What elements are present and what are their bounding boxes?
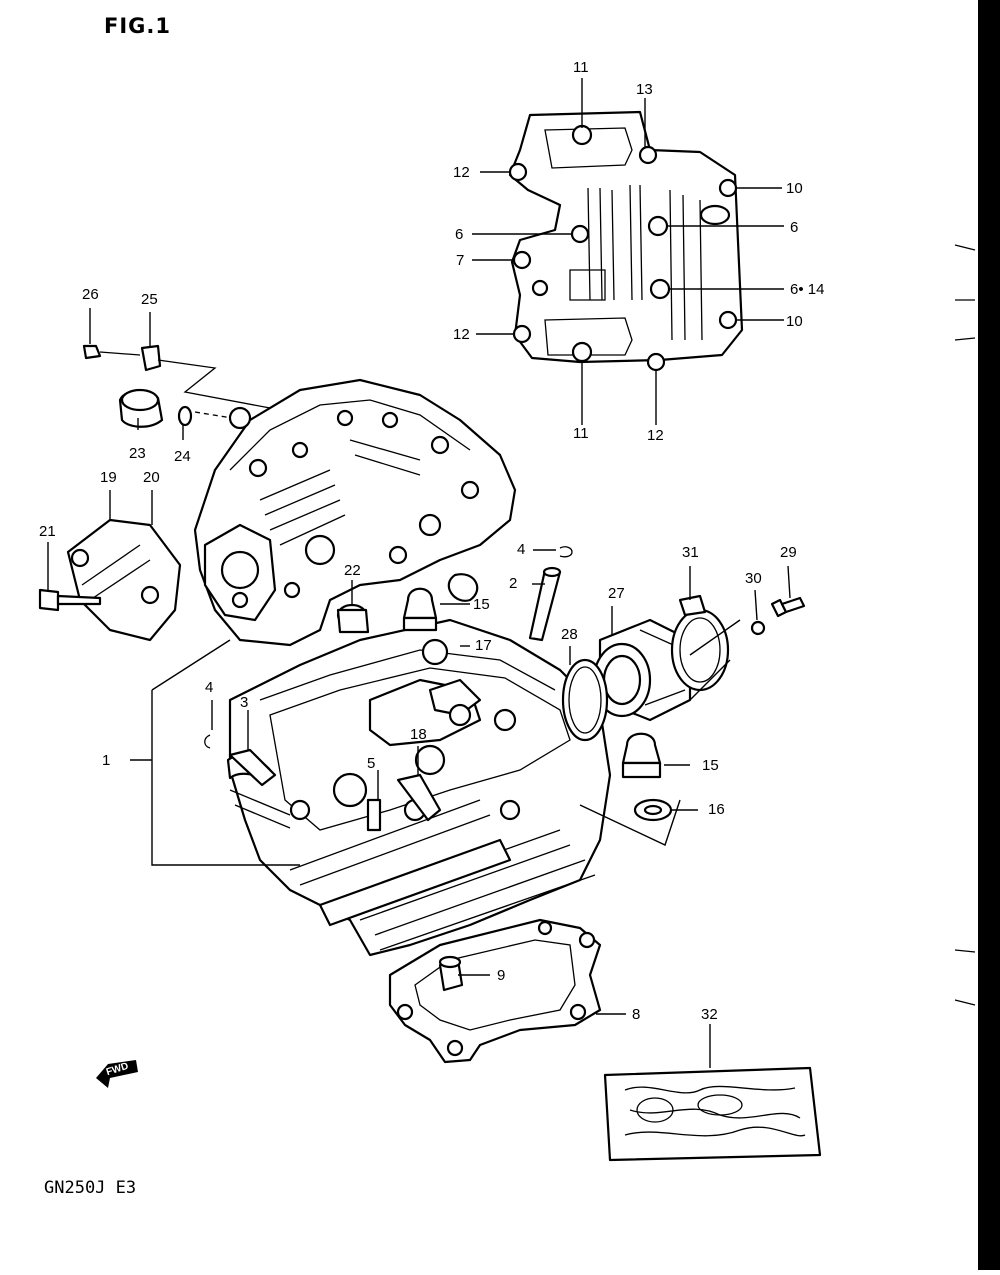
valve-parts (204, 546, 573, 832)
figure-title: FIG.1 (104, 14, 171, 38)
callout-12-upper: 12 (453, 164, 470, 181)
callout-30: 30 (745, 570, 762, 587)
callout-3: 3 (240, 694, 249, 711)
callout-32: 32 (701, 1006, 718, 1023)
callout-1: 1 (102, 752, 111, 769)
callout-19: 19 (100, 469, 117, 486)
head-gasket (388, 918, 602, 1064)
callout-22: 22 (344, 562, 361, 579)
callout-27: 27 (608, 585, 625, 602)
callout-28: 28 (561, 626, 578, 643)
callout-2: 2 (509, 575, 518, 592)
callout-20: 20 (143, 469, 160, 486)
callout-21: 21 (39, 523, 56, 540)
callout-10-lower: 10 (786, 313, 803, 330)
scan-edge-bar (978, 0, 1000, 1270)
part-1-bracket (130, 619, 741, 866)
cap-and-bracket-group (82, 344, 271, 430)
callout-31: 31 (682, 544, 699, 561)
callout-24: 24 (174, 448, 191, 465)
callout-6-left: 6 (455, 226, 464, 243)
callout-10-upper: 10 (786, 180, 803, 197)
fwd-arrow (96, 1060, 138, 1088)
callout-6-right: 6 (790, 219, 799, 236)
callout-11-bottom: 11 (573, 425, 589, 442)
callout-26: 26 (82, 286, 99, 303)
callout-25: 25 (141, 291, 158, 308)
callout-5: 5 (367, 755, 376, 772)
cap-nuts (402, 587, 673, 822)
callout-11-top: 11 (573, 59, 589, 76)
callout-7: 7 (456, 252, 465, 269)
cylinder-head-cover (193, 378, 517, 647)
callout-9: 9 (497, 967, 506, 984)
side-cover-group (38, 518, 182, 642)
callout-6-14: 6• 14 (790, 281, 825, 298)
model-code: GN250J E3 (44, 1178, 137, 1198)
callout-16: 16 (708, 801, 725, 818)
callout-18: 18 (410, 726, 427, 743)
callout-23: 23 (129, 445, 146, 462)
callout-12-bottom: 12 (647, 427, 664, 444)
callout-4-upper: 4 (517, 541, 526, 558)
callout-4-lower: 4 (205, 679, 214, 696)
scan-marks (954, 244, 976, 1006)
callout-8: 8 (632, 1006, 641, 1023)
callout-17: 17 (475, 637, 492, 654)
callout-15-lower: 15 (702, 757, 719, 774)
head-cover-gasket (508, 110, 744, 372)
callout-12-lower: 12 (453, 326, 470, 343)
intake-pipe-group (561, 594, 806, 742)
gasket-set (603, 1066, 822, 1162)
leader-lines (47, 78, 791, 1068)
callout-15-upper: 15 (473, 596, 490, 613)
callout-29: 29 (780, 544, 797, 561)
callout-13: 13 (636, 81, 653, 98)
